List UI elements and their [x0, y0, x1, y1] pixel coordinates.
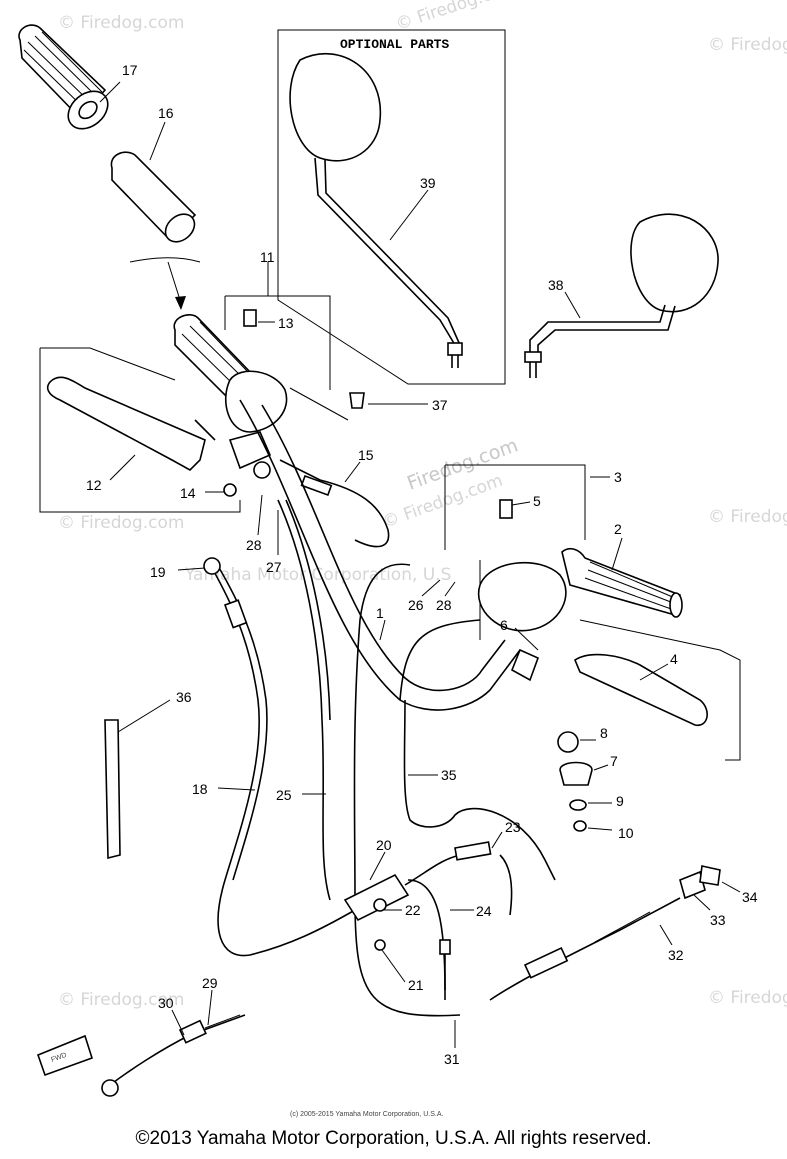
- callout-24: 24: [476, 903, 492, 919]
- cable-junction-20: [343, 841, 513, 1000]
- callout-4: 4: [670, 651, 678, 667]
- callout-35: 35: [441, 767, 457, 783]
- callout-5: 5: [533, 493, 541, 509]
- fwd-arrow: FWD: [36, 1034, 93, 1077]
- cable-18: [211, 567, 356, 957]
- callout-1: 1: [376, 605, 384, 621]
- callout-39: 39: [420, 175, 436, 191]
- callout-8: 8: [600, 725, 608, 741]
- watermark: © Firedog.com: [58, 13, 184, 33]
- cable-25: [277, 499, 331, 901]
- left-switch-housing: [223, 309, 288, 497]
- callout-37: 37: [432, 397, 448, 413]
- watermark: © Firedog.com: [708, 35, 787, 55]
- callout-2: 2: [614, 521, 622, 537]
- watermark-yamaha: Yamaha Motor Corporation, U.S: [184, 565, 451, 585]
- strap-36: [104, 719, 121, 860]
- callout-29: 29: [202, 975, 218, 991]
- brake-lever-4: [510, 648, 708, 726]
- leader-37: [289, 387, 349, 421]
- callout-23: 23: [505, 819, 521, 835]
- throttle-tube-16: [110, 151, 197, 243]
- callout-16: 16: [158, 105, 174, 121]
- callout-7: 7: [610, 753, 618, 769]
- callout-13: 13: [278, 315, 294, 331]
- callout-27: 27: [266, 559, 282, 575]
- callout-30: 30: [158, 995, 174, 1011]
- switch-box-11: [224, 295, 331, 390]
- callout-17: 17: [122, 62, 138, 78]
- callout-18: 18: [192, 781, 208, 797]
- switch-cable-15: [279, 459, 390, 548]
- switch-box-3: [444, 464, 610, 550]
- callout-38: 38: [548, 277, 564, 293]
- optional-parts-label: OPTIONAL PARTS: [340, 37, 449, 52]
- cable-25: [285, 499, 331, 721]
- callouts: 17 16 11 13 37 12 14 15 3 5 2 19 28 27 2…: [86, 62, 758, 1067]
- callout-32: 32: [668, 947, 684, 963]
- watermark: © Firedog.com: [58, 990, 184, 1010]
- small-copyright: (c) 2005-2015 Yamaha Motor Corporation, …: [290, 1111, 443, 1118]
- lever-box-12: [39, 347, 241, 513]
- callout-20: 20: [376, 837, 392, 853]
- callout-31: 31: [444, 1051, 460, 1067]
- part-37: [349, 392, 365, 409]
- watermark: © Firedog.com: [58, 513, 184, 533]
- adjuster-stack: [557, 731, 593, 832]
- optional-parts-box: OPTIONAL PARTS: [277, 29, 506, 385]
- cable-35: [403, 699, 556, 881]
- callout-22: 22: [405, 902, 421, 918]
- mirror-39: [289, 52, 463, 368]
- callout-14: 14: [180, 485, 196, 501]
- callout-33: 33: [710, 912, 726, 928]
- callout-12: 12: [86, 477, 102, 493]
- callout-25: 25: [276, 787, 292, 803]
- grip-17: [18, 24, 109, 130]
- watermark: © Firedog.com: [708, 988, 787, 1008]
- callout-28: 28: [246, 537, 262, 553]
- callout-15: 15: [358, 447, 374, 463]
- watermark-layer: © Firedog.com © Firedog.com © Firedog.co…: [58, 0, 787, 1010]
- callout-26: 26: [408, 597, 424, 613]
- cable-29-assembly: [101, 1014, 246, 1097]
- callout-3: 3: [614, 469, 622, 485]
- assembly-arrow: [129, 257, 201, 263]
- callout-34: 34: [742, 889, 758, 905]
- callout-6: 6: [500, 617, 508, 633]
- throttle-housing: [477, 499, 683, 632]
- callout-19: 19: [150, 564, 166, 580]
- footer-copyright: ©2013 Yamaha Motor Corporation, U.S.A. A…: [135, 1128, 652, 1149]
- callout-11: 11: [260, 249, 275, 265]
- callout-9: 9: [616, 793, 624, 809]
- cable-35: [353, 563, 461, 1017]
- mirror-38: [524, 213, 719, 378]
- callout-36: 36: [176, 689, 192, 705]
- clutch-lever-12: [46, 376, 216, 471]
- watermark: © Firedog.com: [708, 507, 787, 527]
- callout-28b: 28: [436, 597, 452, 613]
- cable-32-assembly: [489, 865, 721, 1001]
- callout-10: 10: [618, 825, 634, 841]
- handlebar-1: [239, 399, 521, 711]
- callout-21: 21: [408, 977, 424, 993]
- assembly-arrow: [167, 261, 181, 301]
